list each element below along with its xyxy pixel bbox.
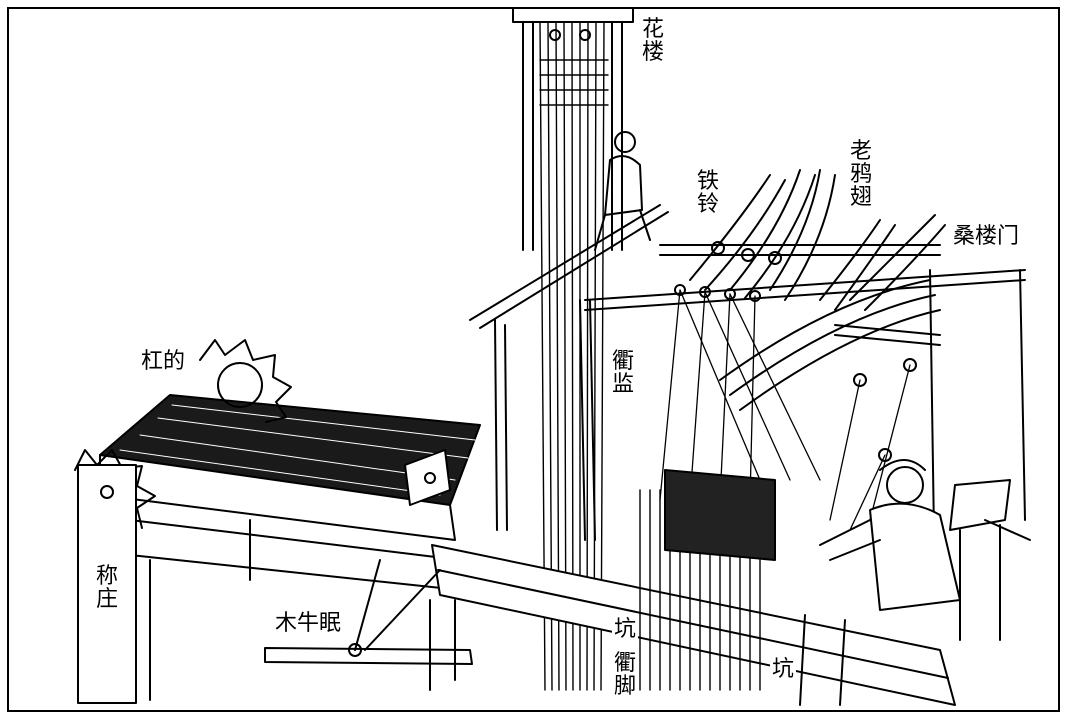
label-hualou: 花楼 [640,17,666,66]
front-beam [431,544,956,706]
weaver-bench [949,479,1031,641]
label-muniumian: 木牛眠 [274,611,343,636]
upper-frame [469,204,1026,601]
left-post [77,464,137,704]
diagonal-cords [659,289,911,531]
tread-bar [264,559,473,691]
label-keng-center: 坑 [612,617,638,642]
frame-posts [494,299,596,541]
label-laoyachi: 老鸦翅 [848,139,874,211]
label-sangloumen: 桑楼门 [952,224,1021,249]
tower-structure [512,7,634,251]
label-tieling: 铁铃 [695,169,721,218]
label-gangdi: 杠的 [140,349,187,374]
breast-beam-block [404,449,451,506]
label-chengzhuang: 称庄 [95,564,118,613]
label-qujian: 衢监 [610,349,636,398]
label-keng-right: 坑 [770,657,796,682]
wing-beams [689,169,946,411]
reed-block [664,469,776,561]
warp-threads [119,404,476,496]
pulleys [853,358,917,462]
label-qujiao: 衢脚 [612,651,638,700]
weaver-figure [819,459,961,611]
